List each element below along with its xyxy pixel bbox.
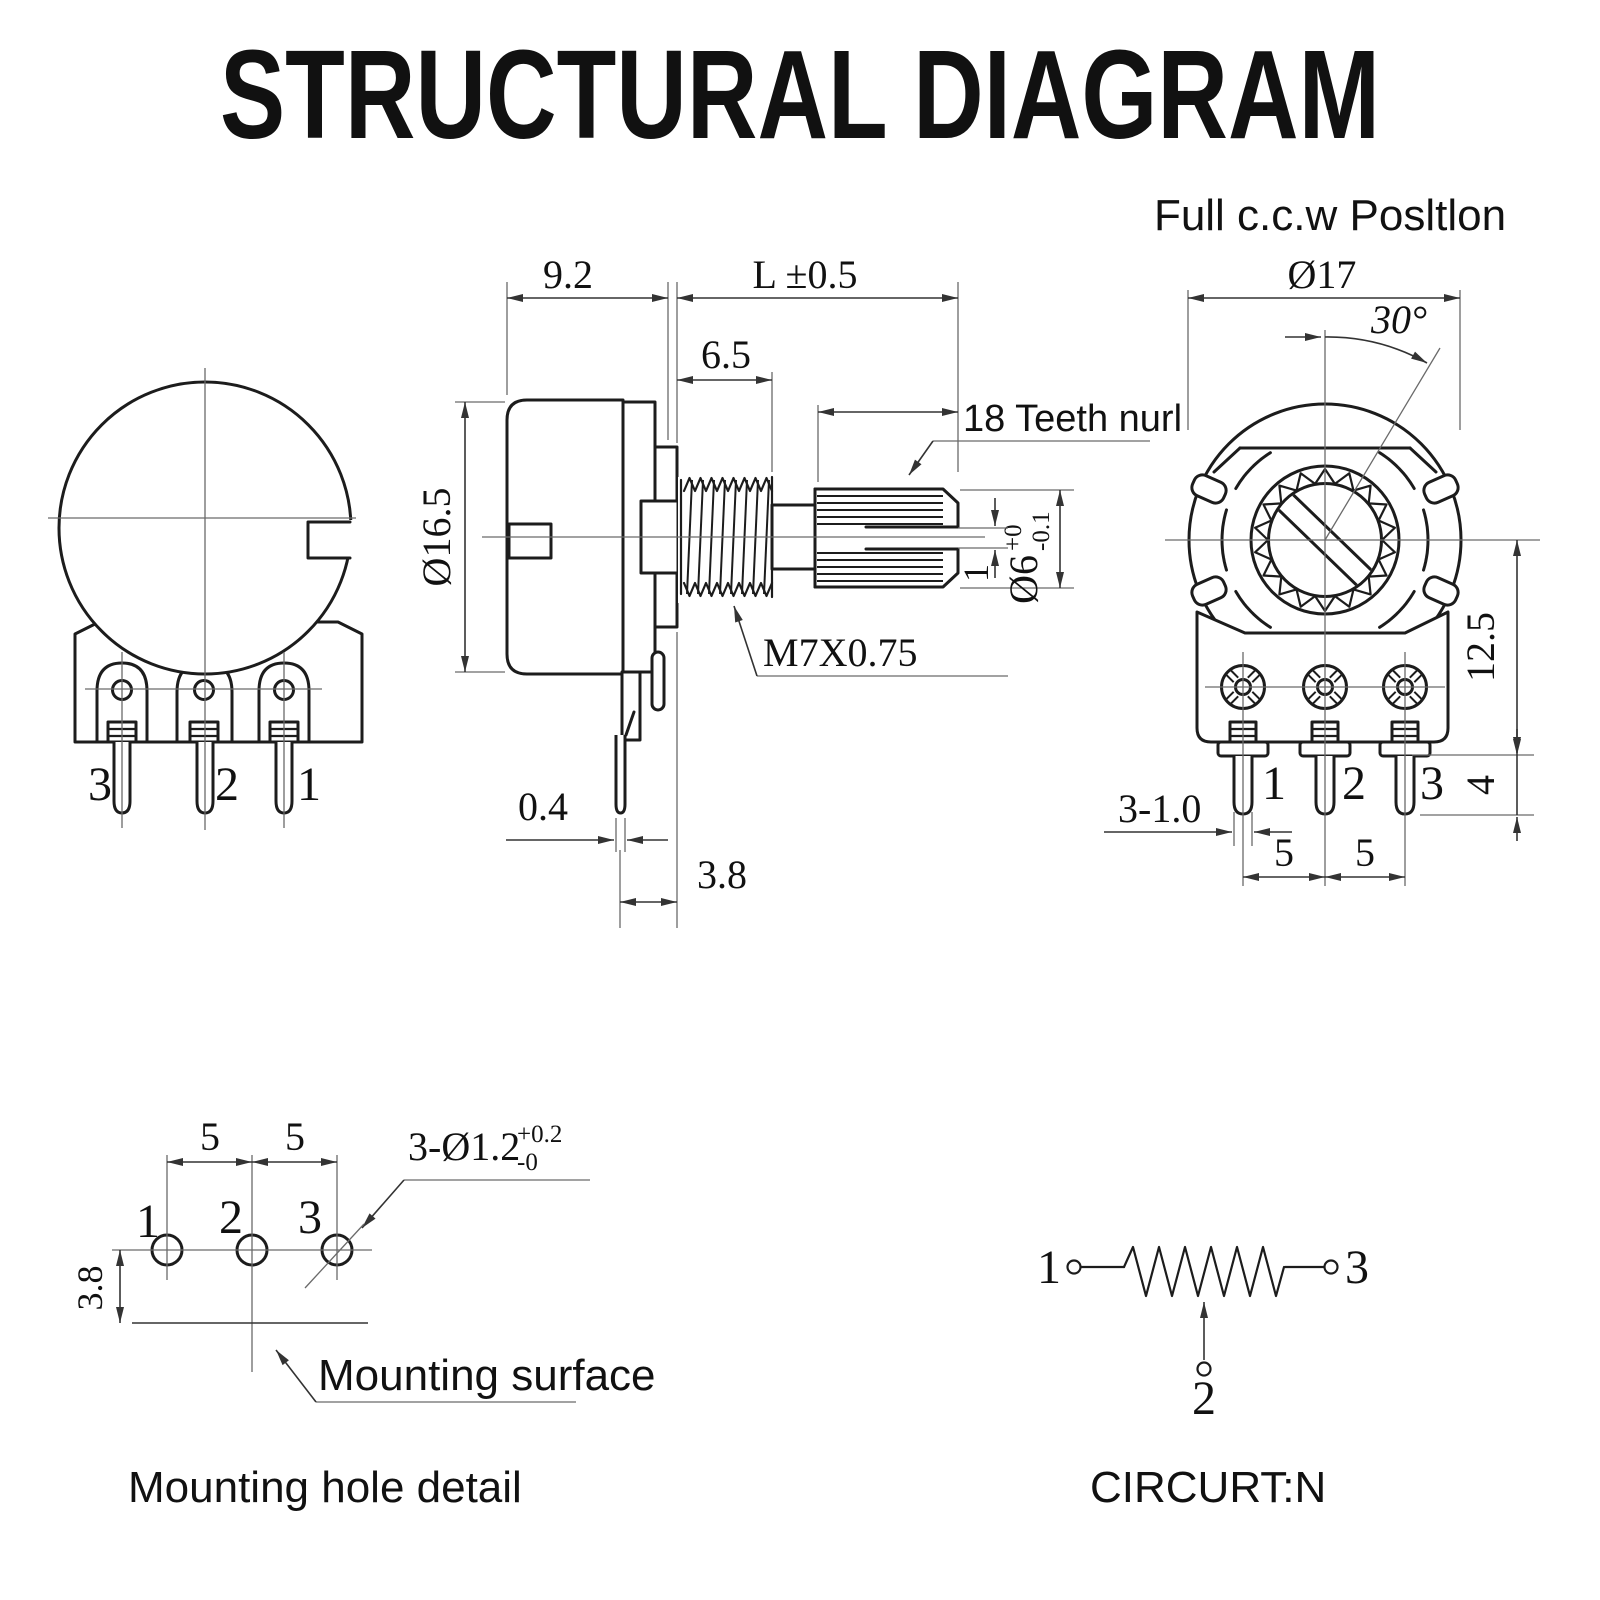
dim-terminal-offset: 3.8	[697, 852, 747, 897]
dim-body-dia: Ø16.5	[414, 488, 459, 587]
dim-pin-dia: 3-1.0	[1118, 786, 1201, 831]
rear-locating-tab	[306, 520, 352, 560]
mounting-surface-label: Mounting surface	[318, 1351, 656, 1400]
side-tab	[507, 522, 553, 560]
front-notch-br	[1422, 575, 1460, 607]
dim-hole-pitch-left: 5	[200, 1114, 220, 1159]
dim-hole-pitch-right: 5	[285, 1114, 305, 1159]
side-terminal-pin	[614, 735, 627, 815]
front-notch-bl	[1190, 575, 1228, 607]
circuit-terminal-1	[1066, 1259, 1082, 1275]
circuit-diagram: 1 3 2 CIRCURT:N	[1037, 1241, 1369, 1512]
dim-pin-pitch-left: 5	[1274, 830, 1294, 875]
dim-shaft-length: L ±0.5	[753, 252, 858, 297]
dim-center-height: 12.5	[1458, 612, 1503, 682]
front-notch-tr	[1422, 473, 1460, 505]
circuit-caption: CIRCURT:N	[1090, 1463, 1326, 1512]
terminal-spokes	[1225, 669, 1423, 705]
dim-pin-pitch-right: 5	[1355, 830, 1375, 875]
page-title: STRUCTURAL DIAGRAM	[220, 24, 1380, 165]
knurl-lines	[817, 495, 943, 582]
dim-hole-spec: 3-Ø1.2	[408, 1124, 520, 1169]
dim-hole-tol-dn: -0	[517, 1149, 538, 1176]
hole-label-3: 3	[298, 1191, 322, 1244]
rear-view: 3 2 1	[48, 368, 364, 830]
dim-slot-width: 1	[956, 564, 996, 582]
front-pin-label-1: 1	[1262, 757, 1286, 810]
front-notch-tl	[1190, 473, 1228, 505]
dim-shaft-dia-tol-dn: -0.1	[1028, 511, 1055, 551]
front-pin-label-2: 2	[1342, 757, 1366, 810]
shaft-knurl-top	[813, 487, 960, 529]
front-view: Full c.c.w Posltlon	[1104, 191, 1540, 886]
dim-rotation-angle: 30°	[1370, 297, 1427, 342]
shaft-knurl-bottom	[813, 547, 960, 589]
rear-pin-label-2: 2	[215, 758, 239, 811]
dim-body-width: 9.2	[543, 252, 593, 297]
circuit-label-3: 3	[1345, 1241, 1369, 1294]
rear-pin-label-3: 3	[88, 758, 112, 811]
front-pin-label-3: 3	[1420, 757, 1444, 810]
dim-terminal-thickness: 0.4	[518, 784, 568, 829]
dim-pin-length: 4	[1458, 775, 1503, 795]
dim-hole-offset: 3.8	[70, 1266, 110, 1311]
dim-hole-tol-up: +0.2	[517, 1121, 562, 1148]
side-view: 9.2 L ±0.5 6.5 18 Teeth nurl Ø16.5 Ø6 +0…	[414, 252, 1182, 928]
hole-label-1: 1	[136, 1195, 160, 1248]
circuit-label-1: 1	[1037, 1241, 1061, 1294]
front-view-caption: Full c.c.w Posltlon	[1154, 191, 1506, 240]
dim-thread-spec: M7X0.75	[763, 630, 917, 675]
circuit-label-2: 2	[1192, 1372, 1216, 1425]
mounting-hole-detail: 5 5 1 2 3 3.8 3-Ø1.2 +0.2 -0 Mounting su…	[70, 1114, 656, 1512]
dim-outer-dia: Ø17	[1288, 252, 1357, 297]
circuit-terminal-3	[1323, 1259, 1339, 1275]
dim-bushing-length: 6.5	[701, 332, 751, 377]
rear-pin-label-1: 1	[297, 758, 321, 811]
circuit-terminal-2	[1196, 1361, 1212, 1377]
note-knurl: 18 Teeth nurl	[963, 398, 1182, 440]
resistor-element	[1122, 1245, 1286, 1298]
dim-shaft-dia-tol-up: +0	[1000, 524, 1027, 551]
hole-label-2: 2	[219, 1191, 243, 1244]
dim-shaft-dia: Ø6	[1001, 555, 1046, 604]
mounting-detail-caption: Mounting hole detail	[128, 1463, 522, 1512]
